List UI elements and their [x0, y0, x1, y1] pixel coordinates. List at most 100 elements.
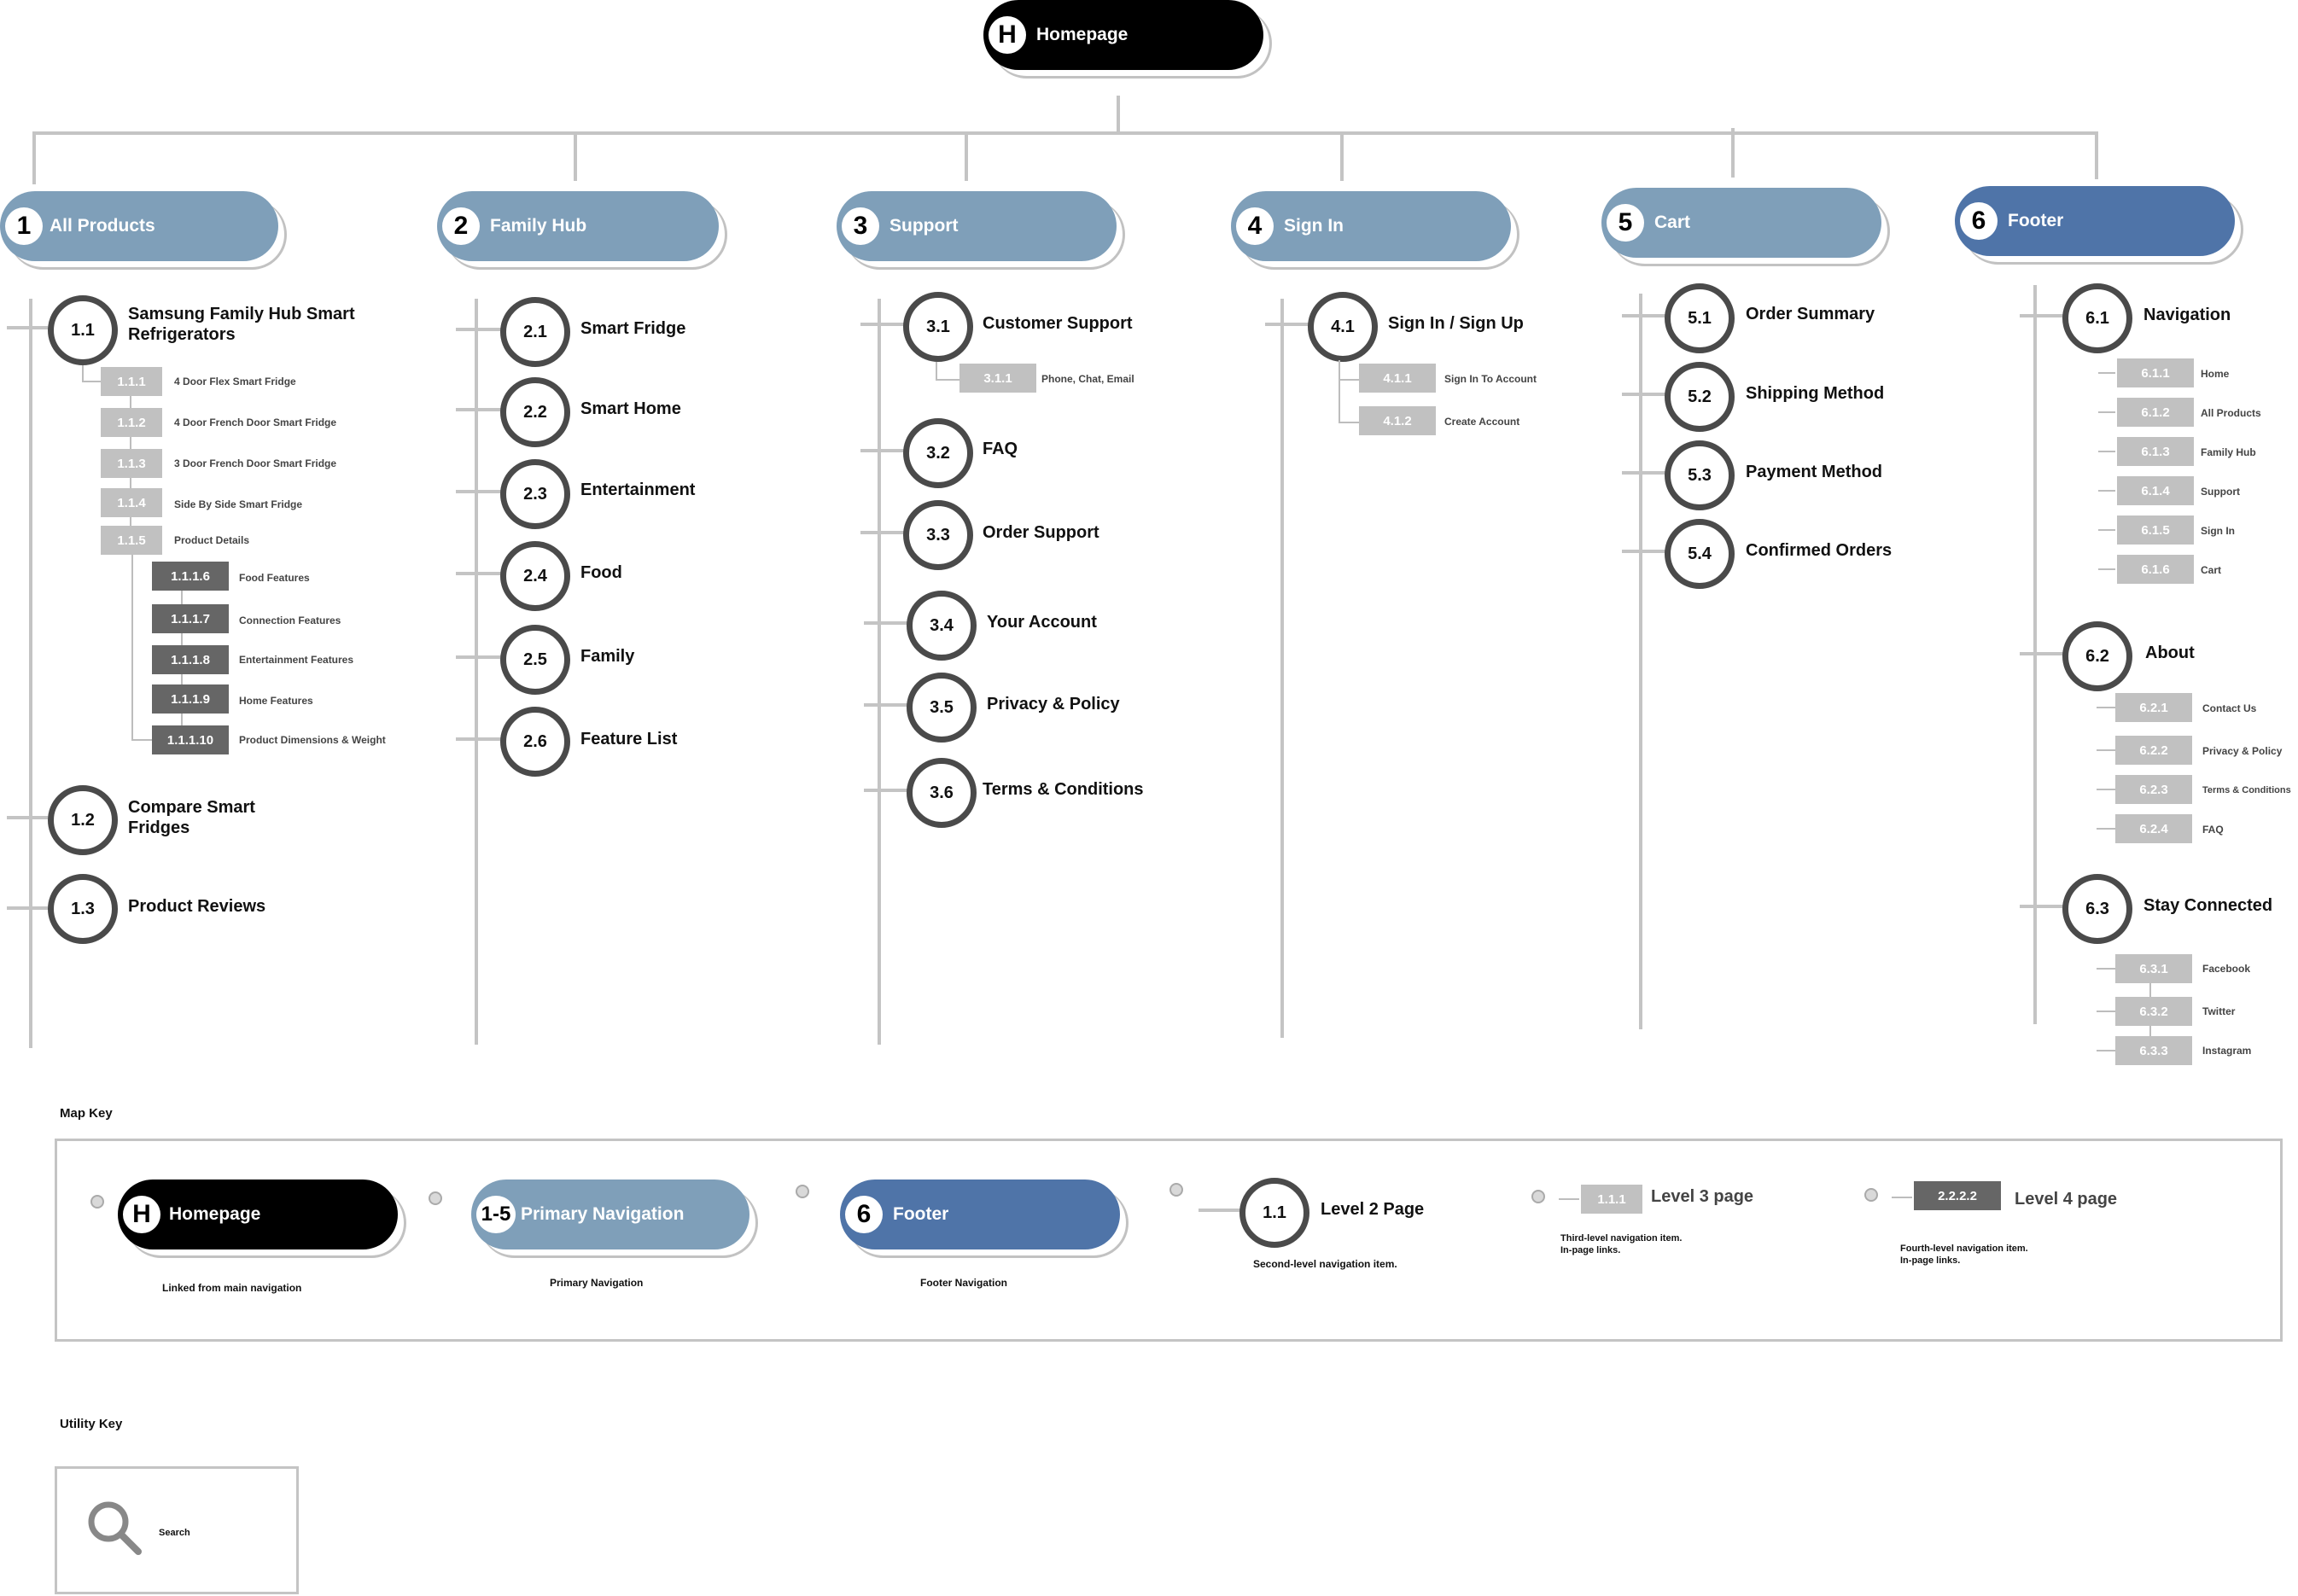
node-6-2-2[interactable]: 6.2.2: [2115, 736, 2192, 765]
node-4-1[interactable]: 4.1: [1308, 292, 1378, 362]
node-6-2[interactable]: 6.2: [2062, 621, 2132, 691]
connector: [2020, 905, 2064, 908]
key-dot: [1169, 1183, 1183, 1197]
node-1-1-3-label: 3 Door French Door Smart Fridge: [174, 457, 337, 469]
node-1-3[interactable]: 1.3: [48, 874, 118, 944]
section-badge: 2: [442, 207, 480, 245]
node-6-1-5[interactable]: 6.1.5: [2117, 515, 2194, 545]
connector: [1622, 393, 1666, 396]
column-line: [1639, 294, 1642, 1029]
node-3-2[interactable]: 3.2: [903, 418, 973, 488]
connector: [2098, 372, 2115, 374]
node-2-4[interactable]: 2.4: [500, 541, 570, 611]
section-label: All Products: [50, 216, 155, 236]
node-6-3-1[interactable]: 6.3.1: [2115, 954, 2192, 983]
homepage-node[interactable]: H Homepage: [983, 0, 1272, 79]
section-footer[interactable]: 6 Footer: [1955, 186, 2243, 265]
node-2-5-label: Family: [580, 647, 635, 666]
node-1-1-4-label: Side By Side Smart Fridge: [174, 498, 303, 510]
column-line: [878, 299, 881, 1045]
node-6-3[interactable]: 6.3: [2062, 874, 2132, 944]
node-1-1[interactable]: 1.1: [48, 295, 118, 365]
node-1-1-1-10[interactable]: 1.1.1.10: [152, 725, 229, 754]
connector: [860, 323, 905, 326]
node-6-1-4[interactable]: 6.1.4: [2117, 476, 2194, 505]
node-6-2-4[interactable]: 6.2.4: [2115, 814, 2192, 843]
key-level4-label: Level 4 page: [2015, 1190, 2118, 1209]
section-family-hub[interactable]: 2 Family Hub: [437, 191, 727, 270]
node-5-1[interactable]: 5.1: [1665, 283, 1735, 353]
connector: [2097, 749, 2115, 751]
connector: [7, 906, 48, 910]
key-level2-circle: 1.1: [1239, 1178, 1309, 1248]
node-1-2[interactable]: 1.2: [48, 785, 118, 855]
node-6-3-2[interactable]: 6.3.2: [2115, 997, 2192, 1026]
node-1-1-1-7[interactable]: 1.1.1.7: [152, 604, 229, 633]
node-4-1-1[interactable]: 4.1.1: [1359, 364, 1436, 393]
node-2-2[interactable]: 2.2: [500, 377, 570, 447]
node-3-4[interactable]: 3.4: [907, 591, 977, 661]
node-6-1-1[interactable]: 6.1.1: [2117, 358, 2194, 387]
connector: [1731, 128, 1735, 178]
node-6-1-2[interactable]: 6.1.2: [2117, 398, 2194, 427]
node-1-1-1-8[interactable]: 1.1.1.8: [152, 645, 229, 674]
node-6-2-3-label: Terms & Conditions: [2202, 785, 2291, 795]
node-1-1-1-6[interactable]: 1.1.1.6: [152, 562, 229, 591]
node-3-1[interactable]: 3.1: [903, 292, 973, 362]
node-5-4[interactable]: 5.4: [1665, 519, 1735, 589]
section-support[interactable]: 3 Support: [837, 191, 1125, 270]
node-5-2[interactable]: 5.2: [1665, 362, 1735, 432]
node-6-1-3[interactable]: 6.1.3: [2117, 437, 2194, 466]
node-2-6-label: Feature List: [580, 730, 678, 748]
key-label: Homepage: [169, 1204, 261, 1224]
connector: [456, 737, 502, 741]
connector: [456, 408, 502, 411]
connector: [2097, 789, 2115, 790]
node-1-1-4[interactable]: 1.1.4: [101, 488, 162, 517]
connector: [2020, 314, 2064, 317]
node-2-1[interactable]: 2.1: [500, 297, 570, 367]
node-6-3-3[interactable]: 6.3.3: [2115, 1036, 2192, 1065]
connector: [864, 621, 908, 625]
node-1-1-2[interactable]: 1.1.2: [101, 408, 162, 437]
node-3-6[interactable]: 3.6: [907, 758, 977, 828]
section-cart[interactable]: 5 Cart: [1601, 188, 1890, 266]
node-1-1-1-9[interactable]: 1.1.1.9: [152, 684, 229, 714]
section-label: Family Hub: [490, 216, 587, 236]
connector: [860, 531, 905, 534]
node-2-6[interactable]: 2.6: [500, 707, 570, 777]
node-6-1[interactable]: 6.1: [2062, 283, 2132, 353]
section-badge: 5: [1607, 204, 1644, 242]
connector: [2097, 828, 2115, 830]
node-1-1-3[interactable]: 1.1.3: [101, 449, 162, 478]
node-1-1-1-7-label: Connection Features: [239, 615, 341, 626]
node-3-3[interactable]: 3.3: [903, 500, 973, 570]
node-2-5[interactable]: 2.5: [500, 625, 570, 695]
node-5-3[interactable]: 5.3: [1665, 440, 1735, 510]
node-3-1-label: Customer Support: [983, 314, 1133, 333]
node-6-2-1[interactable]: 6.2.1: [2115, 693, 2192, 722]
node-1-1-5[interactable]: 1.1.5: [101, 526, 162, 555]
connector: [2098, 451, 2115, 452]
section-sign-in[interactable]: 4 Sign In: [1231, 191, 1519, 270]
node-6-2-label: About: [2145, 644, 2195, 662]
node-3-1-1[interactable]: 3.1.1: [959, 364, 1036, 393]
node-4-1-2[interactable]: 4.1.2: [1359, 406, 1436, 435]
section-all-products[interactable]: 1 All Products: [0, 191, 287, 270]
node-2-1-label: Smart Fridge: [580, 319, 686, 338]
key-footer-caption: Footer Navigation: [920, 1277, 1008, 1289]
connector: [131, 555, 133, 741]
node-6-1-6[interactable]: 6.1.6: [2117, 555, 2194, 584]
map-key-box: [55, 1139, 2283, 1342]
connector: [2097, 1011, 2115, 1012]
node-3-5[interactable]: 3.5: [907, 673, 977, 743]
column-line: [475, 299, 478, 1045]
homepage-badge: H: [989, 16, 1026, 54]
node-3-6-label: Terms & Conditions: [983, 780, 1144, 799]
key-level2-label: Level 2 Page: [1321, 1200, 1425, 1219]
node-2-3[interactable]: 2.3: [500, 459, 570, 529]
connector: [82, 365, 84, 382]
node-1-1-1[interactable]: 1.1.1: [101, 367, 162, 396]
node-6-2-3[interactable]: 6.2.3: [2115, 775, 2192, 804]
node-6-3-2-label: Twitter: [2202, 1005, 2236, 1017]
